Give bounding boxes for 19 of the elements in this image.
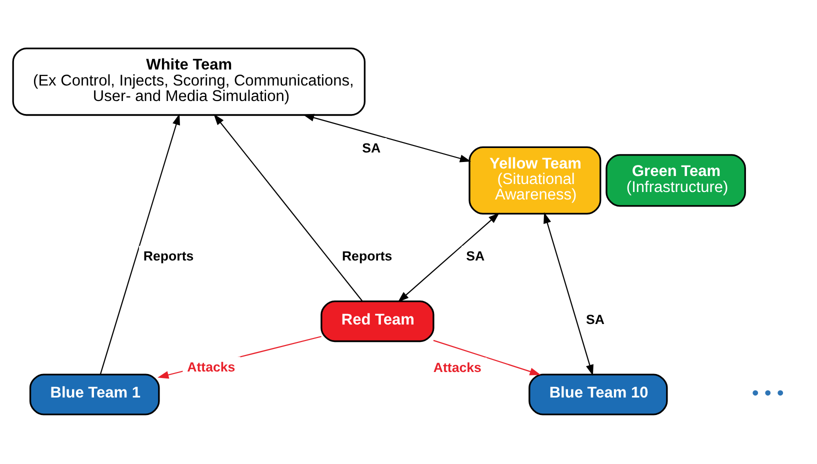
- arrow: [544, 212, 594, 376]
- arrow: [433, 340, 541, 376]
- edge-label: Attacks: [187, 359, 236, 374]
- edge-label: SA: [362, 140, 381, 156]
- edge-label: SA: [586, 312, 604, 328]
- edge-label: Reports: [143, 248, 194, 264]
- node-box: White Team (Ex Control, Injects, Scoring, Communications, User- and Media Simulation): [12, 48, 366, 116]
- node-box: Blue Team 10: [528, 374, 668, 416]
- node-box: Blue Team 1: [29, 374, 160, 416]
- arrow: [100, 114, 180, 375]
- arrow: [398, 212, 500, 302]
- node-box: Red Team: [320, 300, 434, 342]
- edge-label: Attacks: [433, 360, 482, 376]
- edge-label: SA: [466, 248, 485, 264]
- arrow: [214, 114, 363, 302]
- node-box: Green Team (Infrastructure): [606, 154, 746, 207]
- edge-label: Reports: [342, 248, 392, 264]
- label: • • •: [752, 382, 784, 404]
- node-box: Yellow Team (Situational Awareness): [468, 146, 602, 215]
